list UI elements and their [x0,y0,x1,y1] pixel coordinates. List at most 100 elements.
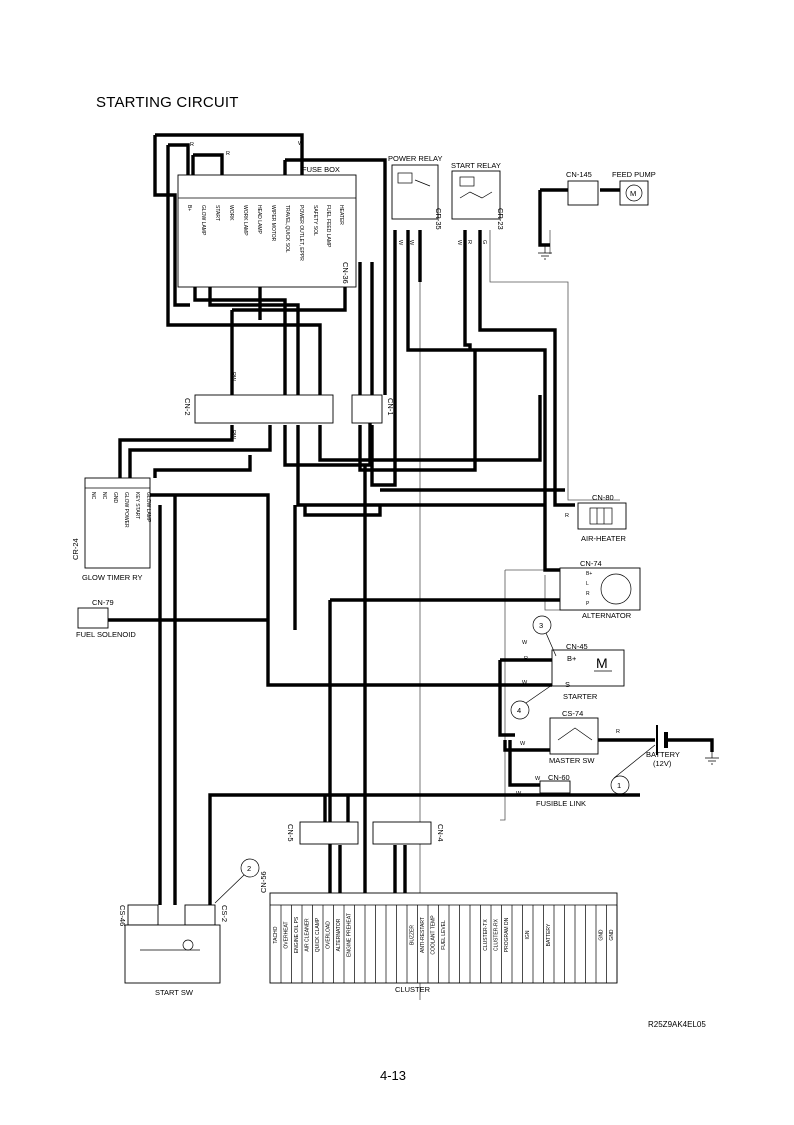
connector-cn2: CN-2 [183,394,334,424]
svg-text:W: W [516,791,522,797]
svg-text:GLOW LAMP: GLOW LAMP [145,492,151,523]
cluster-pin-label: AIR CLEANER [305,918,311,952]
cluster-pin-label: ENGINE OIL PS [294,916,300,953]
cluster-pin-label: GND [599,929,605,941]
starter-label: STARTER [563,692,598,701]
cluster-pin-label: QUICK CLAMP [315,917,321,952]
svg-text:R: R [616,729,620,735]
motor-icon: M [596,655,608,671]
svg-text:W: W [456,240,462,246]
cluster-pin-label: ANTI-RESTART [420,917,426,953]
cluster-pin-label: TACHO [273,926,279,943]
svg-text:W: W [520,741,526,747]
svg-text:W: W [298,141,304,147]
fuse-label: HEAD LAMP [256,205,262,235]
fuse-label: B+ [186,205,192,211]
svg-text:W: W [522,680,528,686]
cluster-pin-label: OVERHEAT [284,921,290,948]
cluster-pin-labels: TACHO OVERHEAT ENGINE OIL PS AIR CLEANER QUI… [273,905,618,983]
fuse-label: GLOW LAMP [200,205,206,236]
cluster-pin-label: OVERLOAD [326,921,332,949]
cluster-pin-label: ENGINE PREHEAT [347,913,353,957]
glow-timer-relay: NC NC GND GLOW POWER KEY START GLOW LAMP… [71,477,151,582]
svg-text:CN-56: CN-56 [259,871,268,893]
ground-icon [705,752,719,765]
cluster-pin-label: COOLANT TEMP [431,915,437,955]
svg-text:R: R [524,656,528,662]
drawing-code: R25Z9AK4EL05 [648,1020,706,1029]
svg-text:CN-80: CN-80 [592,493,614,502]
page-title: STARTING CIRCUIT [96,94,239,111]
fuel-solenoid: CN-79 FUEL SOLENOID [76,598,136,639]
starter: CN-45 B+ S M STARTER [551,642,625,701]
battery-voltage: (12V) [653,759,672,768]
fuse-box-connector: CN-36 [341,262,350,284]
fuse-label: WORK [228,205,234,221]
fuse-label: START [214,205,220,221]
fuel-solenoid-label: FUEL SOLENOID [76,630,136,639]
svg-text:NC: NC [101,492,107,500]
fuse-box: FUSE BOX CN-36 B+ GLOW LAMP START WORK W… [177,165,357,288]
battery-label: BATTERY [646,750,680,759]
feed-pump-connector: CN-145 [566,170,592,179]
svg-text:S: S [565,680,570,689]
fuse-label: POWER OUTLET, EPPR [298,205,304,261]
cluster-pin-label: FUEL LEVEL [441,920,447,950]
fuse-box-label: FUSE BOX [302,165,340,174]
connector-cn5: CN-5 [286,821,359,845]
fuse-label: HEATER [338,205,344,225]
cluster: CN-56 CLUSTER TACHO OVERHEAT ENGINE OIL PS… [259,871,618,994]
svg-text:2: 2 [247,864,251,873]
fuse-label: WIPER MOTOR [270,205,276,242]
glow-timer-label: GLOW TIMER RY [82,573,143,582]
svg-text:GND: GND [112,492,118,504]
svg-text:CN-1: CN-1 [386,398,395,416]
feed-pump: CN-145 FEED PUMP M [538,170,656,260]
cluster-pin-label: BATTERY [546,923,552,946]
cluster-label: CLUSTER [395,985,431,994]
callout-3: 3 [532,615,557,657]
svg-text:RW: RW [230,430,236,440]
svg-text:CN-4: CN-4 [436,824,445,842]
fusible-link-label: FUSIBLE LINK [536,799,586,808]
air-heater-label: AIR-HEATER [581,534,626,543]
start-relay: START RELAY CR-23 [451,161,505,230]
svg-text:CN-74: CN-74 [580,559,602,568]
connector-cn1: CN-1 [351,394,395,424]
cluster-pin-label: PROGRAM DN [504,917,510,952]
callout-4: 4 [510,684,553,720]
start-sw-label: START SW [155,988,194,997]
fuse-label: FUEL FEED LAMP [325,205,331,248]
cluster-pin-label: GND [609,929,615,941]
wire-codes: R R W RW RW W W W R G R W R W W R W W [190,141,620,797]
svg-text:CS-2: CS-2 [220,905,229,922]
svg-text:B+: B+ [567,654,577,663]
svg-text:W: W [397,240,403,246]
motor-icon: M [630,189,636,198]
svg-text:GLOW POWER: GLOW POWER [123,492,129,528]
cluster-pin-label: CLUSTER-TX [483,919,489,951]
start-relay-label: START RELAY [451,161,501,170]
master-switch: CS-74 MASTER SW [549,709,599,765]
svg-text:KEY START: KEY START [134,492,140,519]
svg-text:G: G [481,240,487,244]
ground-icon [538,245,552,260]
svg-text:W: W [535,776,541,782]
alternator: CN-74 B+ L R P ALTERNATOR [559,559,641,620]
svg-text:CN-5: CN-5 [286,824,295,842]
svg-text:CN-79: CN-79 [92,598,114,607]
fusible-link: CN-60 FUSIBLE LINK [536,773,586,808]
cluster-pin-label: CLUSTER-RX [494,918,500,951]
power-relay-connector: CR-35 [434,208,443,230]
fuse-label: SAFETY SOL [312,205,318,236]
start-switch: CS-46 CS-2 START SW [118,904,229,997]
glow-timer-connector: CR-24 [71,538,80,560]
cluster-pin-label: ALTERNATOR [336,918,342,951]
svg-text:W: W [522,640,528,646]
master-sw-label: MASTER SW [549,756,595,765]
svg-text:L: L [586,581,589,587]
svg-text:R: R [565,513,569,519]
svg-text:R: R [190,142,194,148]
svg-text:3: 3 [539,621,543,630]
svg-text:R: R [226,151,230,157]
